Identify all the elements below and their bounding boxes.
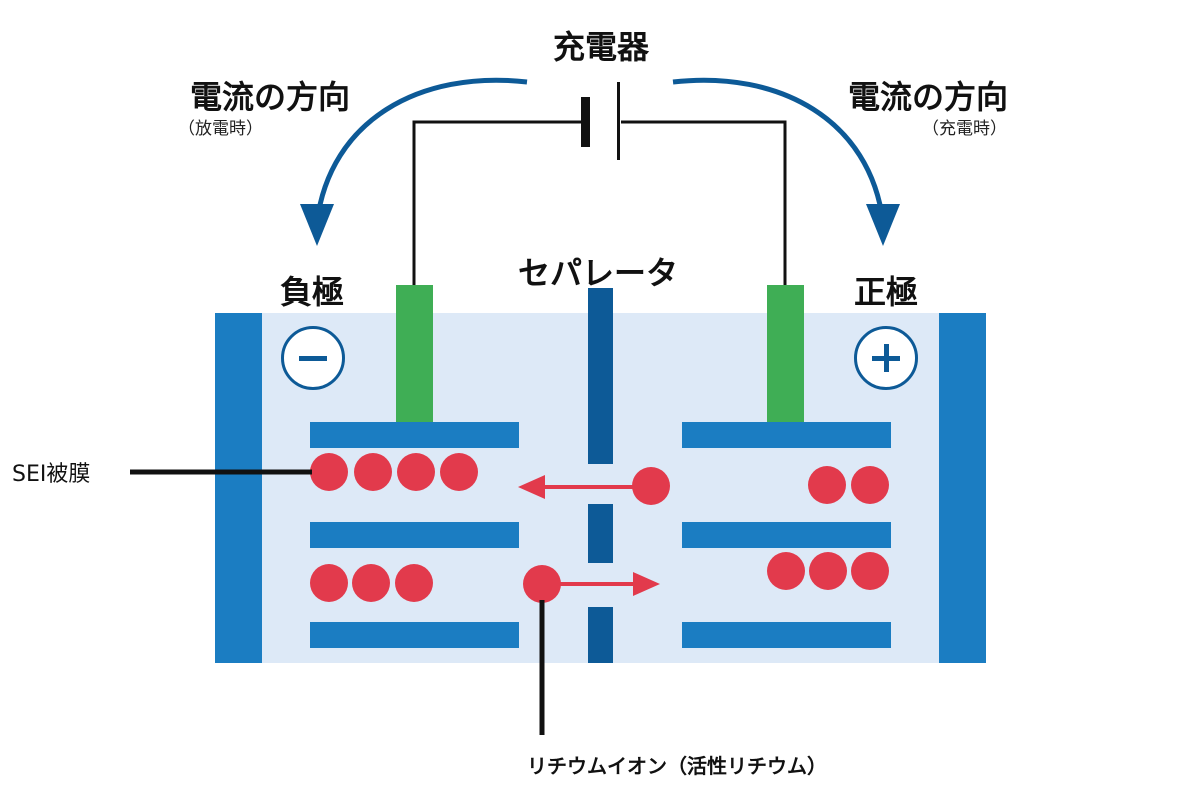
ion-migration-arrowhead-left	[518, 475, 545, 499]
negative-electrode-label: 負極	[280, 273, 345, 311]
lithium-ion	[352, 564, 390, 602]
lithium-ion	[397, 453, 435, 491]
lithium-ion	[310, 564, 348, 602]
minus-icon	[281, 326, 345, 390]
current-direction-right-note: （充電時）	[922, 119, 1007, 139]
lithium-ion	[851, 552, 889, 590]
lithium-ion	[767, 552, 805, 590]
negative-layer	[310, 422, 519, 448]
positive-electrode-label: 正極	[854, 273, 919, 311]
ion-migration-arrowhead-right	[633, 572, 660, 596]
negative-layer	[310, 522, 519, 548]
lithium-ion	[395, 564, 433, 602]
separator-segment	[588, 504, 613, 563]
current-arrowhead-right	[866, 204, 900, 246]
current-arrowhead-left	[300, 204, 334, 246]
wire-negative	[412, 120, 581, 285]
charger-label: 充電器	[553, 28, 650, 66]
plus-bar-vertical	[884, 344, 889, 372]
positive-tab	[767, 285, 804, 422]
lithium-ion-label: リチウムイオン（活性リチウム）	[527, 754, 827, 778]
wire-positive	[621, 120, 787, 285]
negative-tab	[396, 285, 433, 422]
separator-segment	[588, 607, 613, 663]
positive-layer	[682, 422, 891, 448]
positive-layer	[682, 622, 891, 648]
sei-film-label: SEI被膜	[12, 462, 91, 487]
battery-symbol-positive-plate	[617, 82, 620, 160]
lithium-ion	[809, 552, 847, 590]
battery-symbol-negative-plate	[581, 97, 590, 147]
current-direction-left-title: 電流の方向	[190, 78, 351, 116]
lithium-ion	[440, 453, 478, 491]
lithium-ion	[310, 453, 348, 491]
separator-label: セパレータ	[518, 254, 679, 292]
lithium-ion	[808, 466, 846, 504]
negative-current-collector	[215, 313, 262, 663]
current-direction-right-title: 電流の方向	[848, 78, 1009, 116]
current-arrow-right	[672, 77, 886, 223]
lithium-ion	[851, 466, 889, 504]
positive-layer	[682, 522, 891, 548]
lithium-ion-migrating	[523, 565, 561, 603]
lithium-ion	[354, 453, 392, 491]
negative-layer	[310, 622, 519, 648]
minus-bar	[299, 356, 327, 361]
positive-current-collector	[939, 313, 986, 663]
lithium-ion-migrating	[632, 467, 670, 505]
plus-icon	[854, 326, 918, 390]
separator-segment	[588, 288, 613, 464]
current-arrow-left	[314, 77, 528, 223]
current-direction-left-note: （放電時）	[178, 119, 263, 139]
